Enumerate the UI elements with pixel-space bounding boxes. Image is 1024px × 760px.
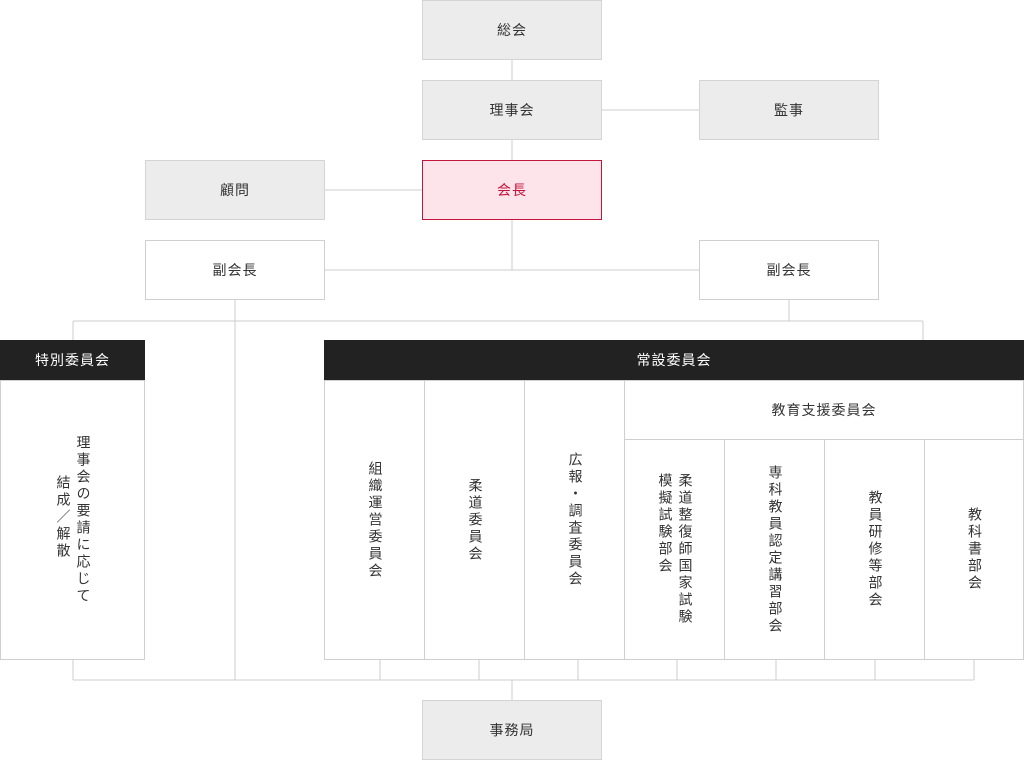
vice-president-right-label: 副会長 (766, 263, 812, 279)
general-meeting-node: 総会 (422, 0, 602, 60)
auditor-node: 監事 (699, 80, 879, 140)
vice-president-left-node: 副会長 (145, 240, 325, 300)
judo-committee-label: 柔道委員会 (466, 477, 483, 563)
exam-subcommittee-line1: 柔道整復師国家試験 (676, 473, 693, 626)
org-committee-node: 組織運営委員会 (324, 380, 425, 660)
education-committee-node: 教育支援委員会 (624, 380, 1024, 440)
training-subcommittee-node: 教員研修等部会 (824, 439, 925, 660)
training-subcommittee-label: 教員研修等部会 (866, 490, 883, 609)
president-label: 会長 (497, 183, 527, 199)
standing-committee-label: 常設委員会 (636, 353, 712, 369)
org-committee-label: 組織運営委員会 (366, 460, 383, 580)
cert-subcommittee-label: 専科教員認定講習部会 (766, 464, 783, 635)
special-committee-note-line1: 理事会の要請に応じて (74, 435, 91, 605)
president-node: 会長 (422, 160, 602, 220)
education-committee-label: 教育支援委員会 (771, 403, 877, 419)
special-committee-note-line2: 結成／解散 (54, 475, 71, 560)
advisor-label: 顧問 (220, 183, 250, 199)
secretariat-node: 事務局 (422, 700, 602, 760)
textbook-subcommittee-node: 教科書部会 (924, 439, 1024, 660)
exam-subcommittee-node: 柔道整復師国家試験 模擬試験部会 (624, 439, 725, 660)
vice-president-left-label: 副会長 (212, 263, 258, 279)
advisor-node: 顧問 (145, 160, 325, 220)
textbook-subcommittee-label: 教科書部会 (966, 507, 982, 592)
cert-subcommittee-node: 専科教員認定講習部会 (724, 439, 825, 660)
standing-committee-header: 常設委員会 (324, 340, 1024, 380)
secretariat-label: 事務局 (489, 723, 535, 739)
pr-committee-node: 広報・調査委員会 (524, 380, 625, 660)
special-committee-header: 特別委員会 (0, 340, 145, 380)
general-meeting-label: 総会 (497, 23, 527, 39)
judo-committee-node: 柔道委員会 (424, 380, 525, 660)
vice-president-right-node: 副会長 (699, 240, 879, 300)
board-node: 理事会 (422, 80, 602, 140)
exam-subcommittee-line2: 模擬試験部会 (656, 473, 673, 575)
pr-committee-label: 広報・調査委員会 (566, 452, 583, 588)
board-label: 理事会 (489, 103, 535, 119)
special-committee-body: 理事会の要請に応じて 結成／解散 (0, 380, 145, 660)
auditor-label: 監事 (774, 103, 804, 119)
special-committee-label: 特別委員会 (35, 353, 110, 369)
